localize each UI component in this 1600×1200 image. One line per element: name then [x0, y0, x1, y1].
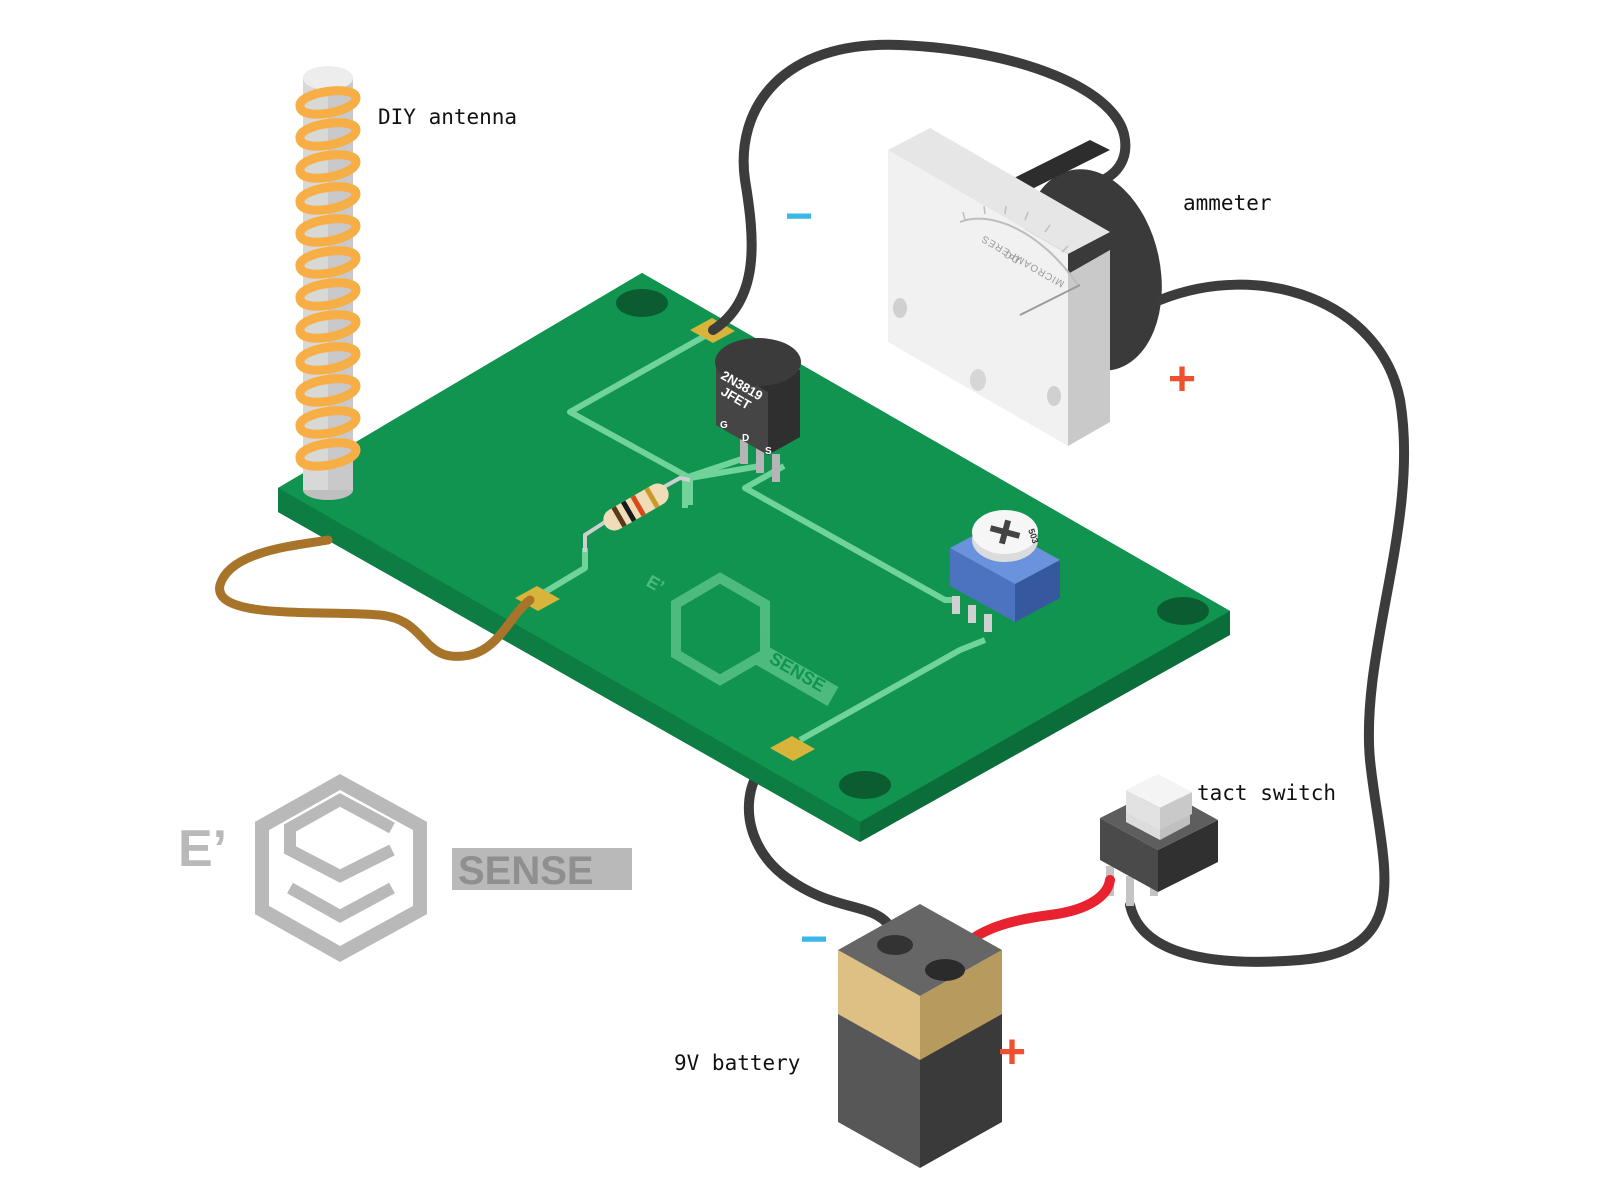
mount-hole	[1157, 597, 1209, 625]
battery-minus-sign: −	[800, 913, 828, 966]
coil-loop	[295, 86, 361, 119]
wire-antenna-lead	[215, 535, 535, 661]
label-battery: 9V battery	[674, 1051, 800, 1075]
ammeter: DC MICROAMPERES	[888, 128, 1162, 446]
antenna-coil	[295, 86, 361, 471]
wire-meter-minus	[708, 39, 1131, 335]
potentiometer: 503	[950, 510, 1060, 632]
coil-loop	[295, 278, 361, 311]
jfet-transistor: 2N3819 JFET G D S	[715, 338, 801, 482]
esense-logo: E’ SENSE	[178, 773, 632, 963]
mount-hole	[839, 771, 891, 799]
resistor	[583, 475, 691, 552]
coil-loop	[295, 342, 361, 375]
pad-left	[515, 586, 560, 611]
battery-terminal-minus	[877, 935, 913, 955]
label-tact-switch: tact switch	[1197, 781, 1336, 805]
battery-plus-sign: +	[998, 1026, 1026, 1079]
battery-9v	[838, 904, 1002, 1168]
coil-loop	[295, 214, 361, 247]
coil-loop	[295, 438, 361, 471]
jfet-pin-s: S	[765, 446, 772, 457]
meter-minus-sign: −	[785, 190, 813, 243]
pcb-board: E’ SENSE	[278, 273, 1230, 842]
meter-scale	[962, 205, 1069, 253]
logo-prefix: E’	[178, 820, 227, 878]
logo-emblem	[255, 773, 427, 963]
label-antenna: DIY antenna	[378, 105, 517, 129]
coil-loop	[295, 374, 361, 407]
coil-loop	[295, 310, 361, 343]
battery-terminal-plus	[925, 959, 965, 981]
pad-bottom	[770, 736, 815, 761]
tact-switch	[1100, 774, 1218, 906]
pot-value: 503	[1026, 527, 1041, 545]
jfet-pin-d: D	[742, 433, 749, 444]
pcb-traces	[538, 329, 987, 743]
mount-hole	[616, 289, 668, 317]
meter-needle	[1019, 284, 1081, 316]
logo-name: SENSE	[458, 849, 594, 893]
coil-loop	[295, 150, 361, 183]
coil-loop	[295, 182, 361, 215]
coil-loop	[295, 246, 361, 279]
coil-loop	[295, 118, 361, 151]
wire-meter-plus	[1125, 279, 1410, 967]
meter-plus-sign: +	[1168, 353, 1196, 406]
diy-antenna	[295, 66, 361, 500]
label-ammeter: ammeter	[1183, 191, 1272, 215]
coil-loop	[295, 406, 361, 439]
jfet-pin-g: G	[720, 420, 728, 431]
logo-name-plate	[452, 848, 632, 890]
